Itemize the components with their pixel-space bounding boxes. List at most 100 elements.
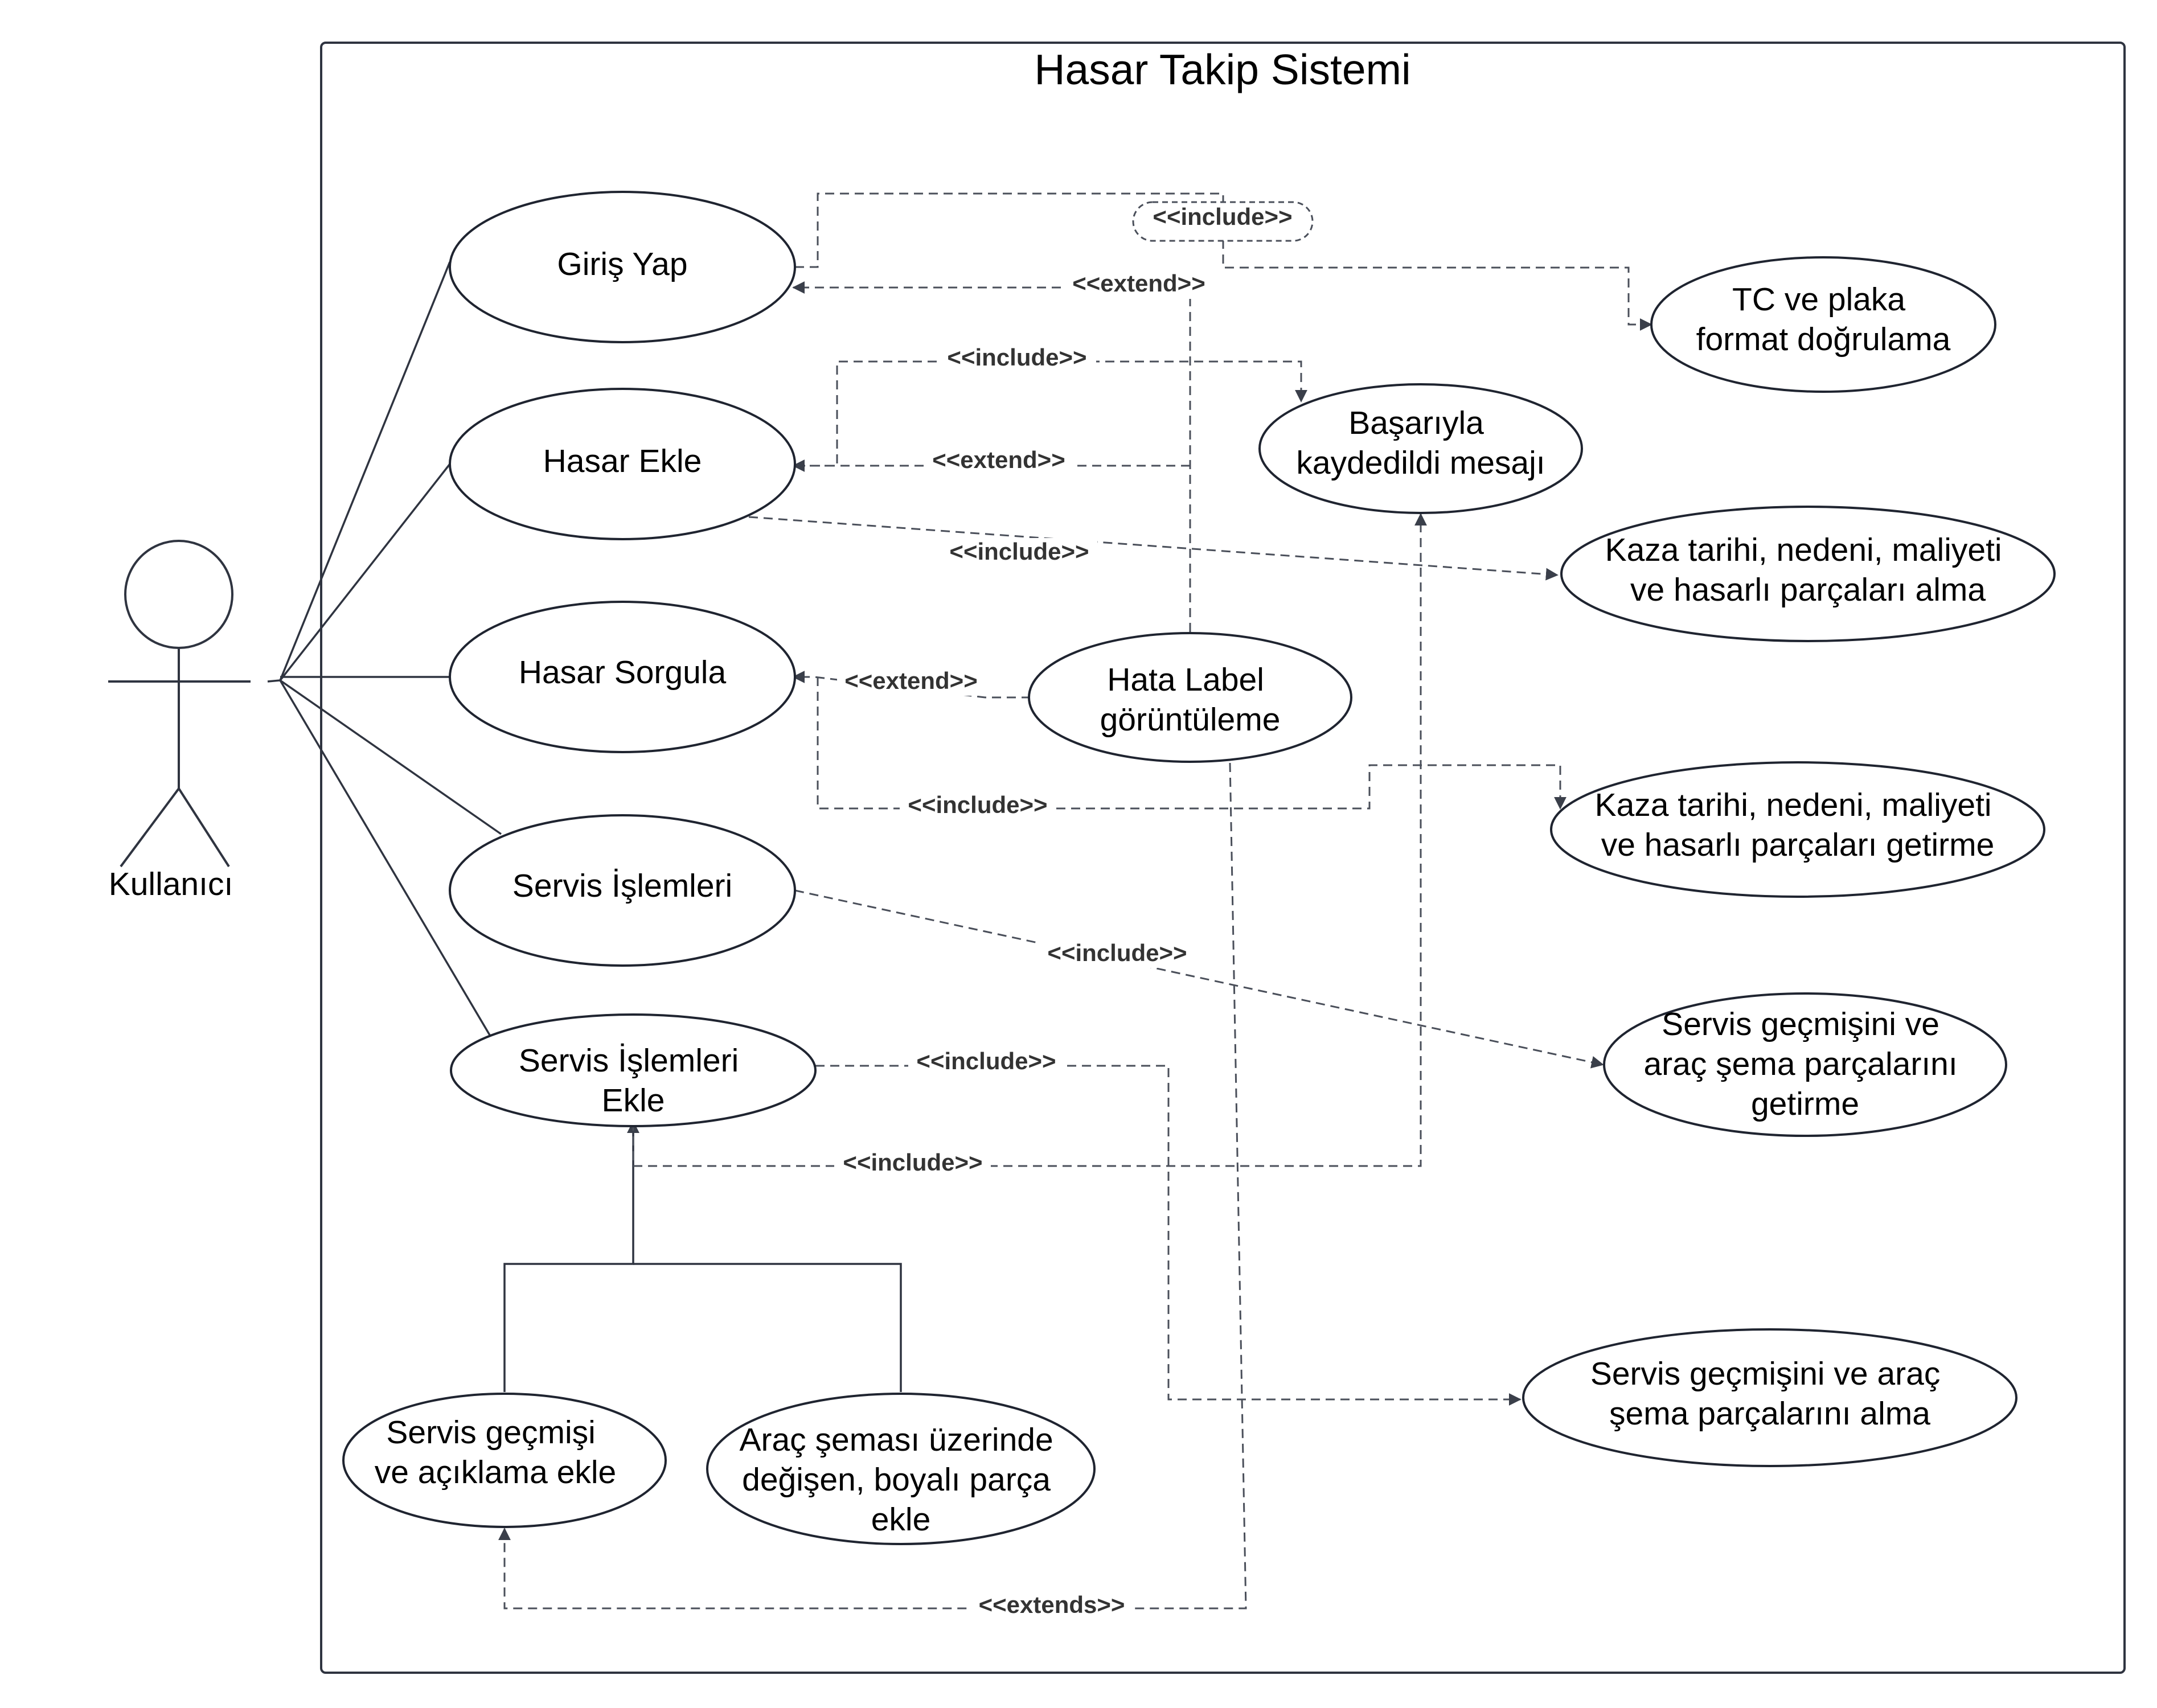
arac-semasi-line-2: değişen, boyalı parça [742,1461,1051,1498]
kaza-getirme-line-1: Kaza tarihi, nedeni, maliyeti [1595,787,1992,823]
use-case-shape [449,191,796,343]
include-hasar-ekle-kaza-line [748,516,1559,581]
assoc-servis-islemleri [280,679,502,835]
use-case-shape [1522,1328,2017,1467]
include-servis-ekle-basariyla-label: <<include>> [843,1149,982,1176]
actor-left-leg [120,787,180,868]
extend-hata-giris-label: <<extend>> [1072,270,1205,297]
extends-hata-servis-gecmisi-label: <<extends>> [979,1591,1125,1618]
servis-islemleri-ekle-line-2: Ekle [602,1082,665,1119]
use-case-shape [1258,383,1583,514]
generalization-arac-semasi [633,1263,902,1392]
label-bg [941,538,1097,566]
giris-yap-line-1: Giriş Yap [557,246,687,282]
relation-labels: <<include>> <<extend>> <<include>> <<ext… [834,201,1314,1620]
include-hasar-ekle-kaza-label: <<include>> [949,538,1089,565]
use-case-hasar-sorgula[interactable]: Hasar Sorgula [449,601,796,753]
use-case-basariyla[interactable]: Başarıyla kaydedildi mesajı [1258,383,1583,514]
servis-getirme-line-1: Servis geçmişini ve [1662,1006,1939,1042]
use-case-servis-islemleri[interactable]: Servis İşlemleri [449,814,796,967]
use-case-servis-islemleri-ekle[interactable]: Servis İşlemleri Ekle [450,1013,817,1127]
actor-head [124,540,233,649]
assoc-giris-yap [267,261,451,683]
use-case-label: Hasar Ekle [543,443,702,479]
servis-getirme-line-2: araç şema parçalarını [1643,1046,1957,1082]
use-case-label: TC ve plaka format doğrulama [1696,281,1951,358]
label-bg [900,791,1056,820]
label-bg [837,667,985,696]
hata-label-line-2: görüntüleme [1100,701,1281,738]
use-case-label: Servis İşlemleri Ekle [519,1042,748,1119]
use-case-hasar-ekle[interactable]: Hasar Ekle [449,388,796,540]
use-case-label: Kaza tarihi, nedeni, maliyeti ve hasarlı… [1595,787,2001,863]
include-giris-tc-label: <<include>> [1153,203,1292,230]
hasar-sorgula-line-1: Hasar Sorgula [519,654,727,691]
use-case-servis-gecmisi-aciklama[interactable]: Servis geçmişi ve açıklama ekle [342,1393,667,1528]
use-case-label: Giriş Yap [557,246,687,282]
kaza-alma-line-2: ve hasarlı parçaları alma [1630,572,1986,608]
use-case-label: Servis İşlemleri [512,868,732,904]
use-case-label: Hata Label görüntüleme [1100,662,1281,738]
use-case-shape [706,1393,1096,1545]
servis-islemleri-line-1: Servis İşlemleri [512,868,732,904]
actor-right-leg [178,787,230,868]
servis-islemleri-ekle-line-1: Servis İşlemleri [519,1042,739,1079]
use-case-shape [1550,761,2045,898]
system-title: Hasar Takip Sistemi [1034,46,1410,93]
tc-plaka-line-2: format doğrulama [1696,321,1951,358]
use-case-shape [449,388,796,540]
include-servis-ekle-alma-label: <<include>> [916,1048,1056,1074]
hata-label-line-1: Hata Label [1107,662,1264,698]
arac-semasi-line-1: Araç şeması üzerinde [739,1422,1053,1458]
use-case-kaza-alma[interactable]: Kaza tarihi, nedeni, maliyeti ve hasarlı… [1560,506,2056,642]
include-servis-getirme-label: <<include>> [1047,939,1187,966]
use-case-label: Servis geçmişini ve araç şema parçaların… [1590,1356,1949,1432]
include-servis-getirme-line [794,889,1604,1069]
use-case-servis-getirme[interactable]: Servis geçmişini ve araç şema parçaların… [1603,992,2007,1137]
assoc-hasar-ekle [279,463,451,681]
basariyla-line-2: kaydedildi mesajı [1296,445,1545,481]
label-bg [908,1048,1065,1076]
use-case-label: Servis geçmişini ve araç şema parçaların… [1643,1006,1966,1122]
servis-gecmisi-aciklama-line-1: Servis geçmişi [386,1414,595,1451]
actor-label: Kullanıcı [109,866,233,902]
use-case-kaza-getirme[interactable]: Kaza tarihi, nedeni, maliyeti ve hasarlı… [1550,761,2045,898]
include-hasar-ekle-basariyla-line [795,360,1307,467]
use-case-arac-semasi[interactable]: Araç şeması üzerinde değişen, boyalı par… [706,1393,1096,1545]
use-case-label: Servis geçmişi ve açıklama ekle [375,1414,617,1491]
arac-semasi-line-3: ekle [871,1501,931,1538]
use-case-label: Kaza tarihi, nedeni, maliyeti ve hasarlı… [1605,532,2011,608]
include-sorgula-kaza-line [817,677,1567,810]
use-case-label: Araç şeması üzerinde değişen, boyalı par… [739,1422,1062,1538]
use-case-giris-yap[interactable]: Giriş Yap [449,191,796,343]
hasar-ekle-line-1: Hasar Ekle [543,443,702,479]
kaza-getirme-line-2: ve hasarlı parçaları getirme [1601,827,1995,863]
tc-plaka-line-1: TC ve plaka [1732,281,1905,318]
label-bg [971,1591,1133,1620]
servis-alma-line-2: şema parçalarını alma [1609,1395,1930,1432]
use-case-hata-label[interactable]: Hata Label görüntüleme [1028,632,1352,763]
include-badge-frame [1132,201,1314,242]
kaza-alma-line-1: Kaza tarihi, nedeni, maliyeti [1605,532,2002,568]
servis-getirme-line-3: getirme [1751,1086,1859,1122]
actor-kullanici: Kullanıcı [108,540,251,902]
include-servis-ekle-basariyla-line [632,513,1427,1167]
label-bg [1065,270,1213,299]
generalization-servis-gecmisi [503,1120,639,1392]
use-case-tc-plaka[interactable]: TC ve plaka format doğrulama [1650,256,1996,393]
use-case-label: Başarıyla kaydedildi mesajı [1296,405,1545,481]
use-case-shape [1560,506,2056,642]
include-servis-ekle-alma-line [815,1065,1522,1406]
label-bg [834,1149,991,1177]
servis-gecmisi-aciklama-line-2: ve açıklama ekle [375,1454,617,1491]
extend-hata-sorgula-label: <<extend>> [844,667,977,694]
label-bg [940,344,1096,373]
generalization-tree [503,1120,902,1392]
actor-associations [267,261,502,1036]
use-cases: Giriş Yap Hasar Ekle Hasar Sorgula Servi… [342,191,2056,1545]
use-case-shape [1028,632,1352,763]
use-case-servis-alma[interactable]: Servis geçmişini ve araç şema parçaların… [1522,1328,2017,1467]
assoc-servis-islemleri-ekle [279,680,491,1036]
extend-hata-sorgula-line [792,671,1031,699]
